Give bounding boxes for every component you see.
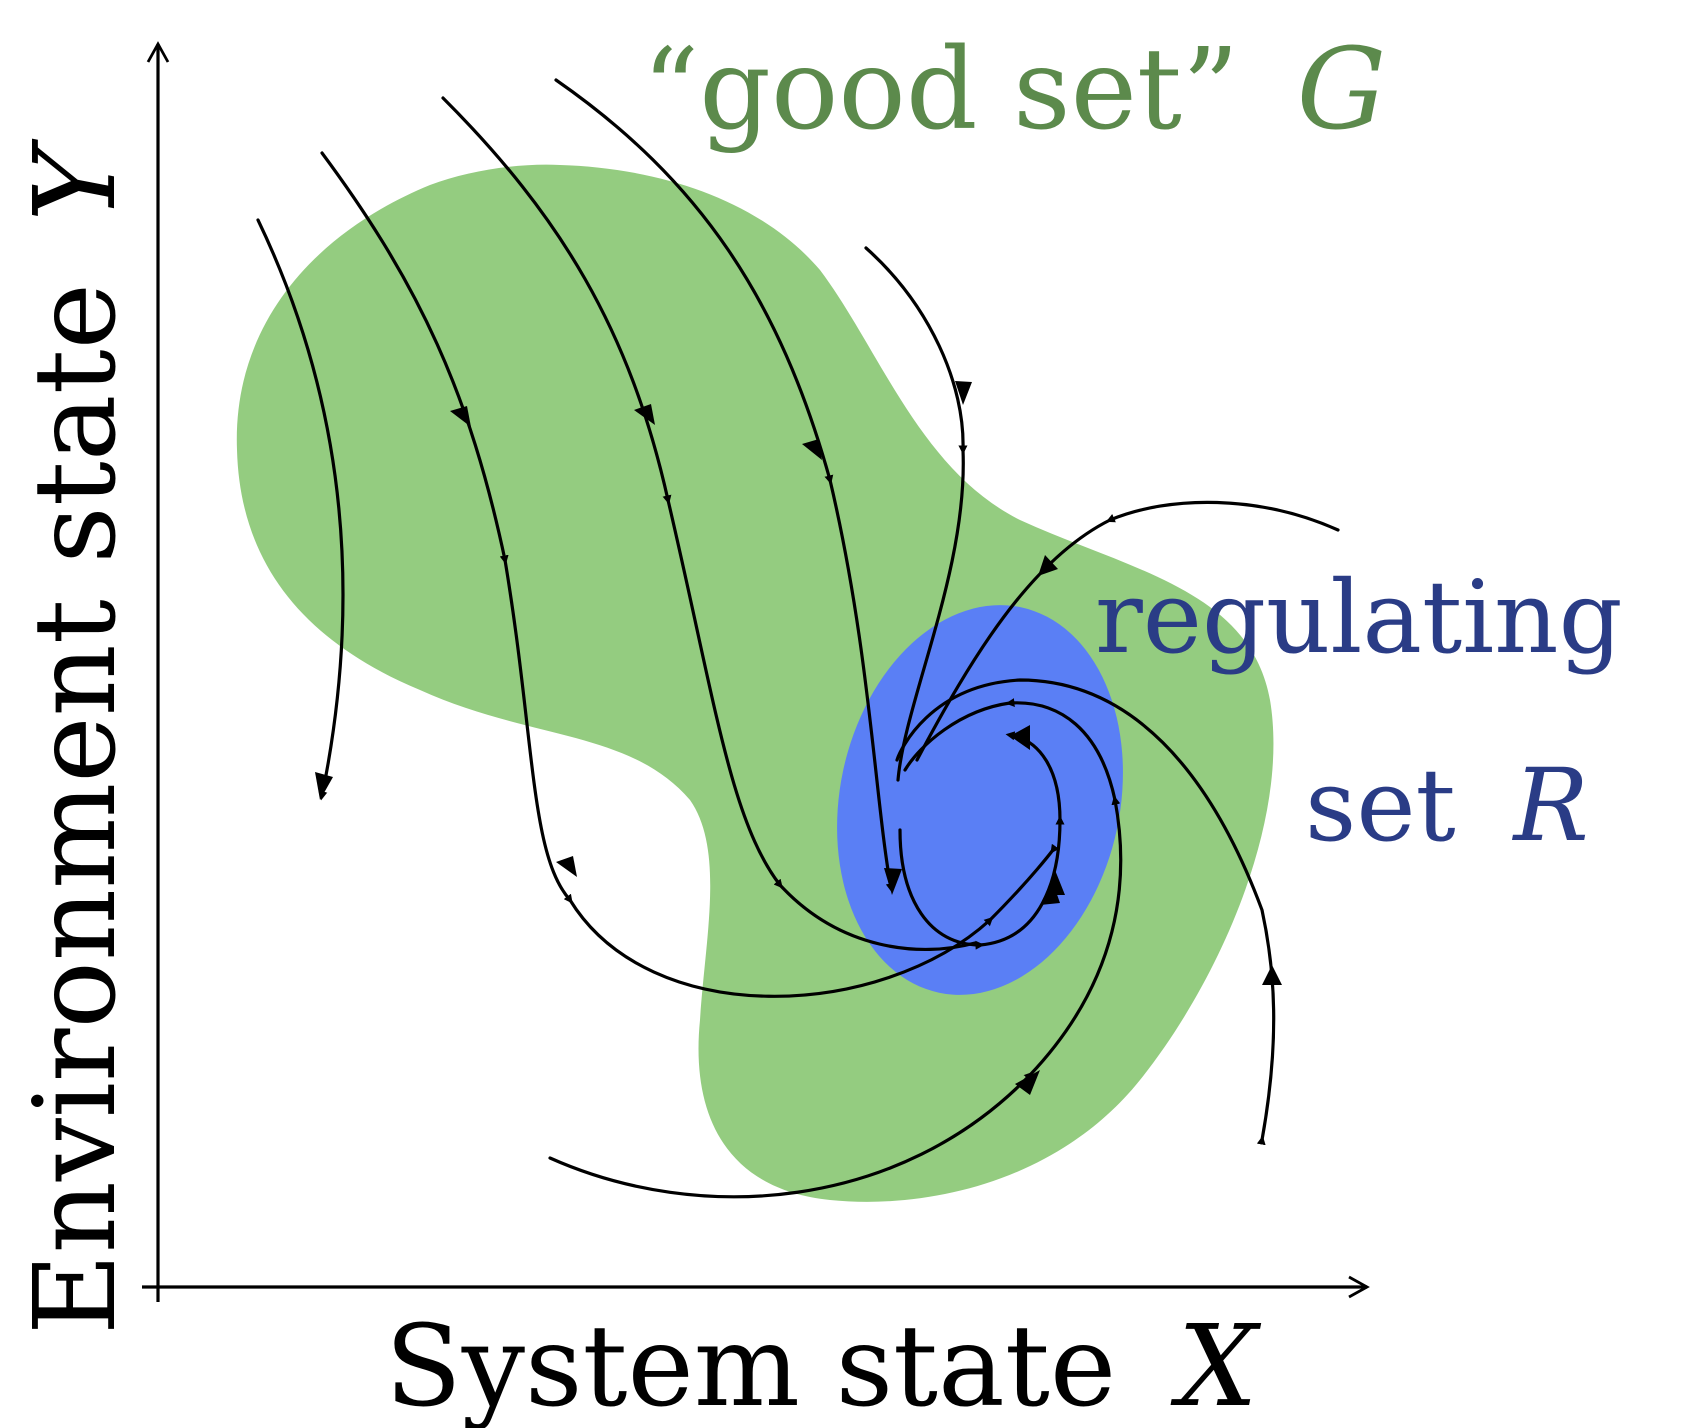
trajectory-6 <box>915 500 1340 762</box>
y-axis-label: Environment state Y <box>11 139 141 1335</box>
arrow-traj2-b <box>556 856 577 877</box>
regulating-set-label-line1: regulating <box>1095 559 1623 676</box>
arrow-traj7 <box>1262 965 1282 985</box>
arrow-traj4 <box>802 439 822 460</box>
trajectory-1 <box>256 218 345 801</box>
arrow-traj2-a <box>450 406 471 427</box>
regulating-set-label-set: set <box>1305 747 1456 864</box>
good-set-label-text: “good set” <box>642 25 1239 155</box>
good-set-label: “good set” G <box>642 25 1386 155</box>
y-axis-label-text: Environment state <box>11 283 141 1335</box>
x-axis-label-text: System state <box>385 1302 1116 1428</box>
arrow-traj6 <box>1038 555 1058 576</box>
x-axis-symbol: X <box>1170 1302 1262 1428</box>
trajectory-4 <box>554 78 895 893</box>
regulating-set-label-line2: set R <box>1305 747 1589 864</box>
arrow-traj3 <box>634 404 655 425</box>
arrow-traj2-c <box>1040 880 1060 905</box>
arrow-traj8 <box>1015 1070 1040 1095</box>
y-axis-symbol: Y <box>11 139 141 222</box>
trajectory-arrowheads <box>315 381 1282 1095</box>
good-set-region <box>236 164 1274 1202</box>
arrow-traj9-b <box>1010 725 1030 750</box>
arrow-traj4-end <box>884 868 902 895</box>
arrow-traj5 <box>955 381 972 405</box>
trajectory-9-inner-spiral <box>898 731 1065 950</box>
trajectory-3 <box>441 96 977 952</box>
regulating-set-symbol: R <box>1511 747 1588 864</box>
arrow-traj1 <box>315 772 333 800</box>
good-set-symbol: G <box>1297 25 1386 155</box>
trajectory-5 <box>864 246 968 782</box>
trajectory-7 <box>895 678 1276 1146</box>
trajectory-8 <box>548 698 1123 1199</box>
x-axis-label: System state X <box>385 1302 1262 1428</box>
